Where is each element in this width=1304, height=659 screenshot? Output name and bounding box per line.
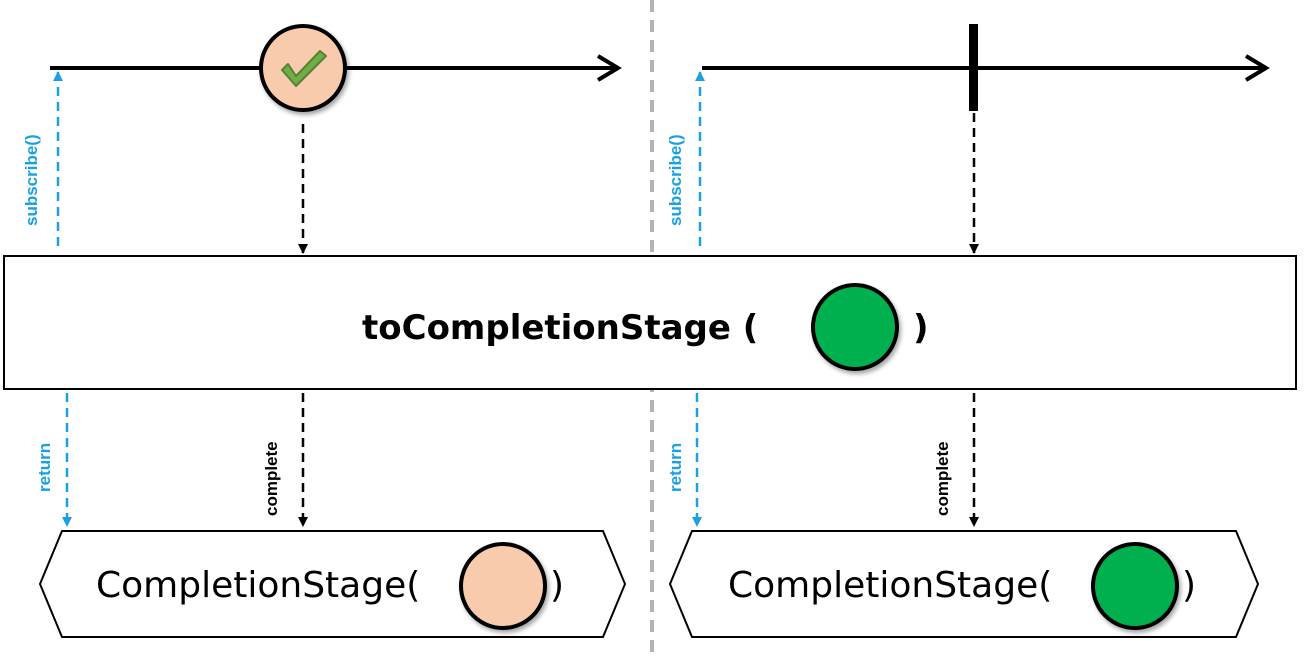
complete-label: complete bbox=[262, 441, 281, 516]
result-close-paren: ) bbox=[1182, 565, 1196, 606]
operator-box: toCompletionStage ( ) bbox=[3, 255, 1297, 390]
complete-label: complete bbox=[933, 441, 952, 516]
timeline-arrow-icon bbox=[1244, 54, 1270, 82]
return-label: return bbox=[35, 443, 54, 492]
return-label: return bbox=[666, 443, 685, 492]
left-panel: subscribe() return complete CompletionSt… bbox=[22, 24, 627, 638]
operator-argument-marble bbox=[811, 283, 899, 371]
operator-close-paren: ) bbox=[913, 308, 929, 348]
checkmark-icon bbox=[281, 50, 327, 87]
subscribe-label: subscribe() bbox=[22, 134, 41, 226]
result-label: CompletionStage( bbox=[728, 565, 1052, 606]
result-marble-peach bbox=[459, 542, 547, 630]
right-panel: subscribe() return complete CompletionSt… bbox=[666, 24, 1270, 638]
result-marble-green bbox=[1091, 542, 1179, 630]
result-label: CompletionStage( bbox=[96, 565, 420, 606]
completion-bar bbox=[969, 24, 978, 111]
timeline-arrow-icon bbox=[596, 54, 622, 82]
operator-label: toCompletionStage ( bbox=[362, 308, 758, 348]
subscribe-label: subscribe() bbox=[666, 134, 685, 226]
result-close-paren: ) bbox=[550, 565, 564, 606]
